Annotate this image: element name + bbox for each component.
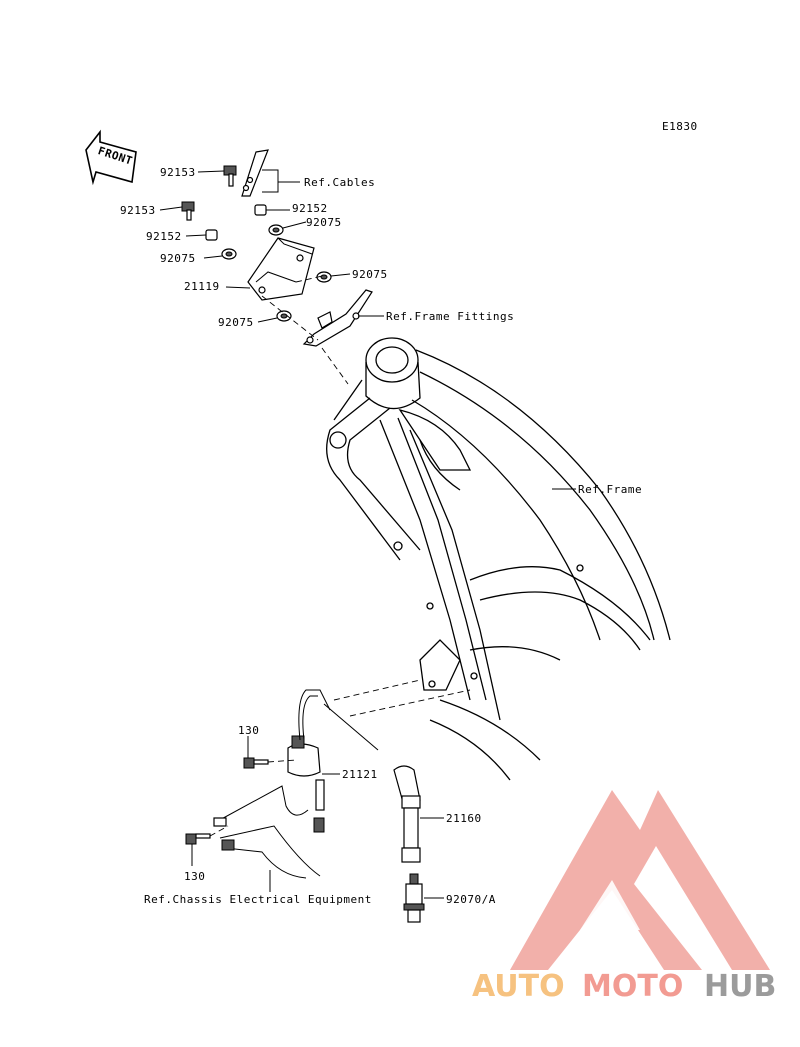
ignitor-unit-21119-icon: [247, 237, 315, 301]
plug-cap-21160-icon: [393, 765, 421, 863]
label-21119: 21119: [184, 280, 220, 293]
label-21160: 21160: [446, 812, 482, 825]
label-130-upper: 130: [238, 724, 259, 737]
automotohub-logo: AUTO MOTO HUB: [472, 790, 776, 1004]
grommet-92075-d-icon: [276, 310, 292, 322]
front-arrow-icon: FRONT: [85, 129, 137, 186]
label-92075-d: 92075: [218, 316, 254, 329]
label-130-lower: 130: [184, 870, 205, 883]
label-92070: 92070/A: [446, 893, 496, 906]
frame-fitting-bracket-icon: [302, 289, 373, 347]
label-ref-frame: Ref.Frame: [578, 483, 642, 496]
label-92152-upper: 92152: [292, 202, 328, 215]
bolt-92153-lower-icon: [181, 201, 195, 221]
collar-92152-upper-icon: [254, 204, 267, 216]
logo-hub: HUB: [704, 969, 776, 1004]
collar-92152-lower-icon: [205, 229, 218, 241]
label-92075-c: 92075: [352, 268, 388, 281]
diagram-code: E1830: [662, 120, 698, 133]
bolt-130-upper-icon: [243, 757, 269, 769]
bolt-130-lower-icon: [185, 833, 211, 845]
cable-strap-icon: [241, 149, 269, 197]
bolt-92153-upper-icon: [223, 165, 237, 187]
label-21121: 21121: [342, 768, 378, 781]
logo-moto: MOTO: [582, 969, 683, 1004]
label-92152-lower: 92152: [146, 230, 182, 243]
label-ref-cables: Ref.Cables: [304, 176, 375, 189]
label-92153-lower: 92153: [120, 204, 156, 217]
label-92075-b: 92075: [160, 252, 196, 265]
label-92153-upper: 92153: [160, 166, 196, 179]
spark-plug-92070-icon: [403, 873, 425, 923]
grommet-92075-a-icon: [268, 224, 284, 236]
motorcycle-frame-drawing: [326, 337, 671, 781]
label-ref-chassis-electrical: Ref.Chassis Electrical Equipment: [144, 893, 372, 906]
logo-auto: AUTO: [472, 969, 565, 1004]
label-ref-frame-fittings: Ref.Frame Fittings: [386, 310, 514, 323]
grommet-92075-b-icon: [221, 248, 237, 260]
label-92075-a: 92075: [306, 216, 342, 229]
ignition-coil-21121-icon: [287, 689, 331, 833]
